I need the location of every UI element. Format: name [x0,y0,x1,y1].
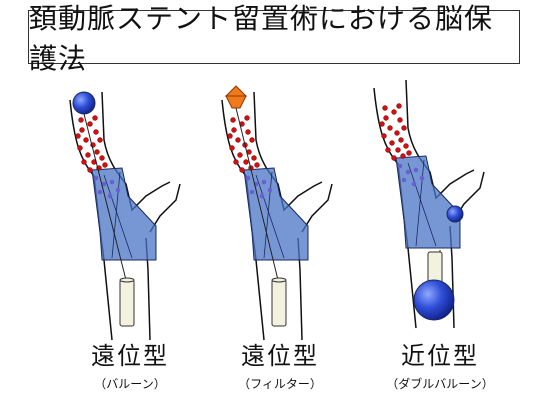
panel-1-subtitle: （バルーン） [94,377,166,391]
panel-3-type: 近位型 [401,342,479,370]
panel-1-catheter-tip [119,277,135,283]
panel-2-subtitle: （フィルター） [238,377,322,391]
panel-2-type: 遠位型 [241,342,319,370]
panel-1-guidewire [83,113,127,281]
double-balloon-icon [413,279,455,321]
title-box: 頚動脈ステント留置術における脳保護法 [28,2,520,75]
filter-icon [225,95,247,109]
eca-balloon-icon [446,205,464,223]
panel-3-caption: 近位型 （ダブルバルーン） [375,336,505,392]
panel-1-catheter [119,279,135,327]
panel-1-type: 遠位型 [91,342,169,370]
panel-3-subtitle: （ダブルバルーン） [386,377,494,391]
panel-2-guidewire [235,107,279,281]
panel-2-vessel [221,91,333,341]
panel-1-caption: 遠位型 （バルーン） [75,336,185,392]
distal-balloon-icon [72,91,96,115]
panel-3-vessel [373,79,485,329]
panel-2-catheter-tip [271,277,287,283]
panel-1-vessel [69,91,181,341]
page-title: 頚動脈ステント留置術における脳保護法 [29,2,494,75]
panel-2-catheter [271,279,287,327]
filter-icon-top [224,85,248,97]
panel-2-caption: 遠位型 （フィルター） [220,336,340,392]
